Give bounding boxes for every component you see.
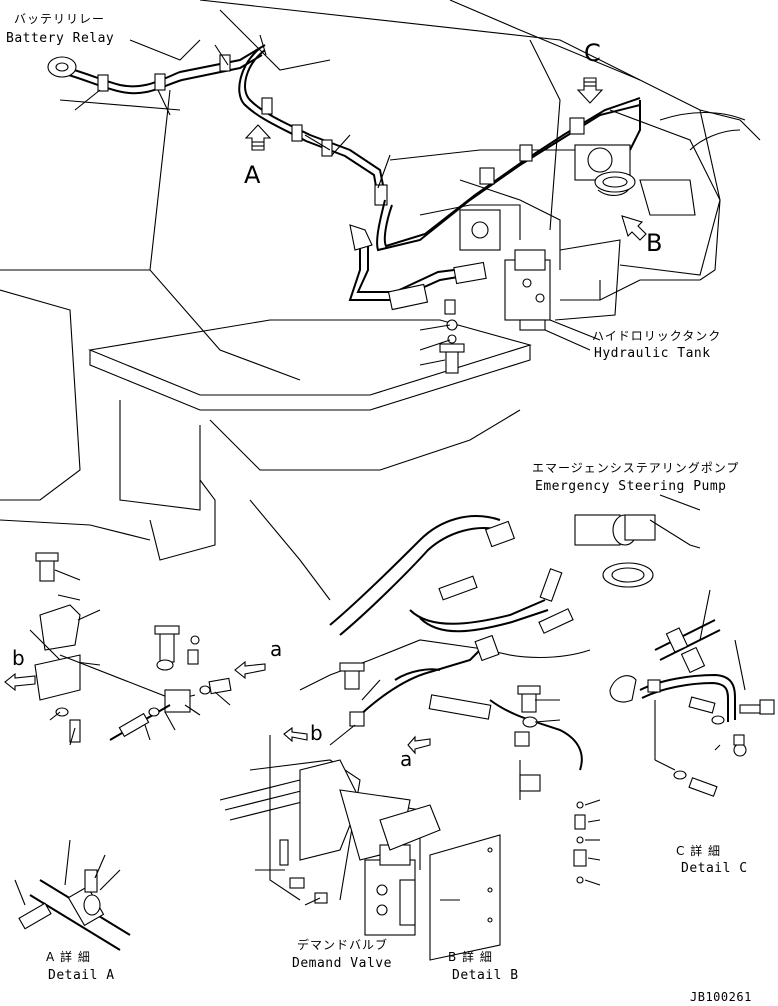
hydraulic-tank-label-jp: ハイドロリックタンク [592, 329, 722, 343]
detail-c-label-en: Detail C [681, 861, 748, 876]
emergency-pump-label-en: Emergency Steering Pump [535, 479, 727, 494]
detail-a-label-jp: A 詳 細 [46, 950, 91, 964]
leader-lines-upper [74, 34, 701, 511]
demand-valve-label-jp: デマンドバルブ [297, 938, 389, 952]
battery-relay-label-jp: バッテリリレー [14, 12, 106, 26]
emergency-pump-label-jp: エマージェンシステアリングポンプ [532, 461, 740, 475]
detail-b-label-en: Detail B [452, 968, 519, 983]
view-arrow-b [621, 215, 647, 241]
battery-relay-label-en: Battery Relay [6, 31, 115, 46]
detail-c-exploded [609, 589, 775, 797]
detail-b-label-jp: B 詳 細 [448, 950, 493, 964]
hydraulic-tank-label-en: Hydraulic Tank [594, 346, 711, 361]
detail-a-label-en: Detail A [48, 968, 115, 983]
demand-valve-label-en: Demand Valve [292, 956, 392, 971]
view-a-label: A [244, 161, 261, 189]
emergency-steering-pump [299, 514, 701, 691]
drawing-number: JB100261 [690, 990, 752, 1004]
ref-b-lower-center: b [310, 721, 324, 745]
view-arrow-c [576, 77, 604, 104]
machine-frame [0, 0, 761, 601]
detail-a-exploded [4, 552, 266, 746]
view-b-label: B [646, 229, 663, 257]
detail-a-view [14, 839, 131, 951]
hydraulic-tank-valve-assembly [439, 144, 636, 374]
battery-relay-hose [47, 44, 388, 206]
ref-a-lower-left: a [270, 637, 283, 661]
pump-hose-upper [348, 97, 641, 311]
ref-b-lower-left: b [12, 646, 26, 670]
detail-b-exploded [219, 634, 601, 961]
detail-c-label-jp: C 詳 細 [676, 844, 722, 858]
view-arrow-a [244, 124, 272, 151]
view-c-label: C [584, 39, 602, 67]
ref-a-lower-center: a [400, 747, 413, 771]
